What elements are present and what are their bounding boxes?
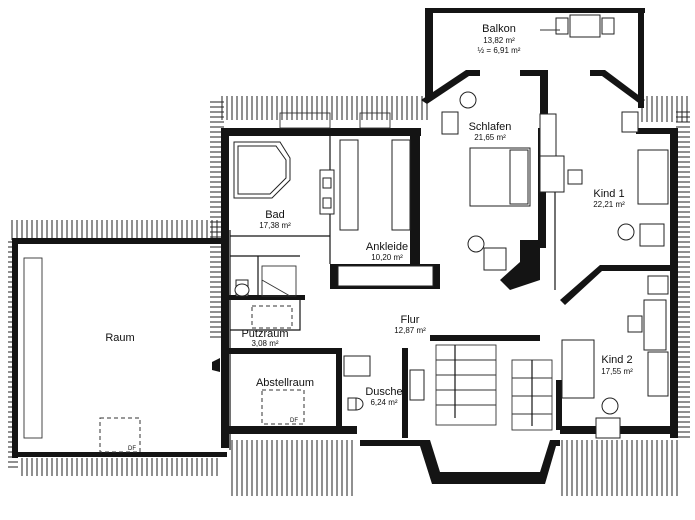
kind2-area: 17,55 m²: [601, 367, 633, 376]
bad-fixtures: [233, 141, 335, 297]
skylight-label-raum: DF: [128, 446, 136, 452]
balkon-area: 13,82 m²: [483, 36, 515, 45]
raum-name: Raum: [105, 332, 134, 344]
putzraum-area: 3,08 m²: [251, 339, 278, 348]
raum-beams: [23, 257, 43, 439]
kind1-area: 22,21 m²: [593, 200, 625, 209]
staircase: [435, 344, 553, 431]
bad-area: 17,38 m²: [259, 221, 291, 230]
skylight-label-abstellraum: DF: [290, 418, 298, 424]
dusche-fixtures: [343, 355, 425, 411]
kind2-name: Kind 2: [601, 354, 632, 366]
bad-name: Bad: [265, 209, 285, 221]
dusche-area: 6,24 m²: [370, 398, 397, 407]
walls: [12, 8, 678, 484]
balkon-area-half: ½ = 6,91 m²: [478, 46, 521, 55]
putzraum-name: Putzraum: [241, 328, 288, 340]
flur-area: 12,87 m²: [394, 326, 426, 335]
schlafen-name: Schlafen: [469, 121, 512, 133]
schlafen-furniture: [441, 91, 531, 271]
kind1-name: Kind 1: [593, 188, 624, 200]
roof-hatching: [8, 96, 690, 496]
balkon-name: Balkon: [482, 23, 516, 35]
dusche-name: Dusche: [365, 386, 402, 398]
room-labels: Balkon 13,82 m² ½ = 6,91 m² Schlafen 21,…: [105, 23, 633, 452]
ankleide-wardrobes: [337, 139, 434, 287]
kind1-furniture: [539, 111, 669, 247]
ankleide-name: Ankleide: [366, 241, 408, 253]
ankleide-area: 10,20 m²: [371, 253, 403, 262]
flur-name: Flur: [401, 314, 420, 326]
abstellraum-name: Abstellraum: [256, 377, 314, 389]
kind2-furniture: [561, 275, 669, 439]
storage-dashed: [99, 305, 305, 453]
schlafen-area: 21,65 m²: [474, 133, 506, 142]
balcony-table: [540, 14, 615, 38]
